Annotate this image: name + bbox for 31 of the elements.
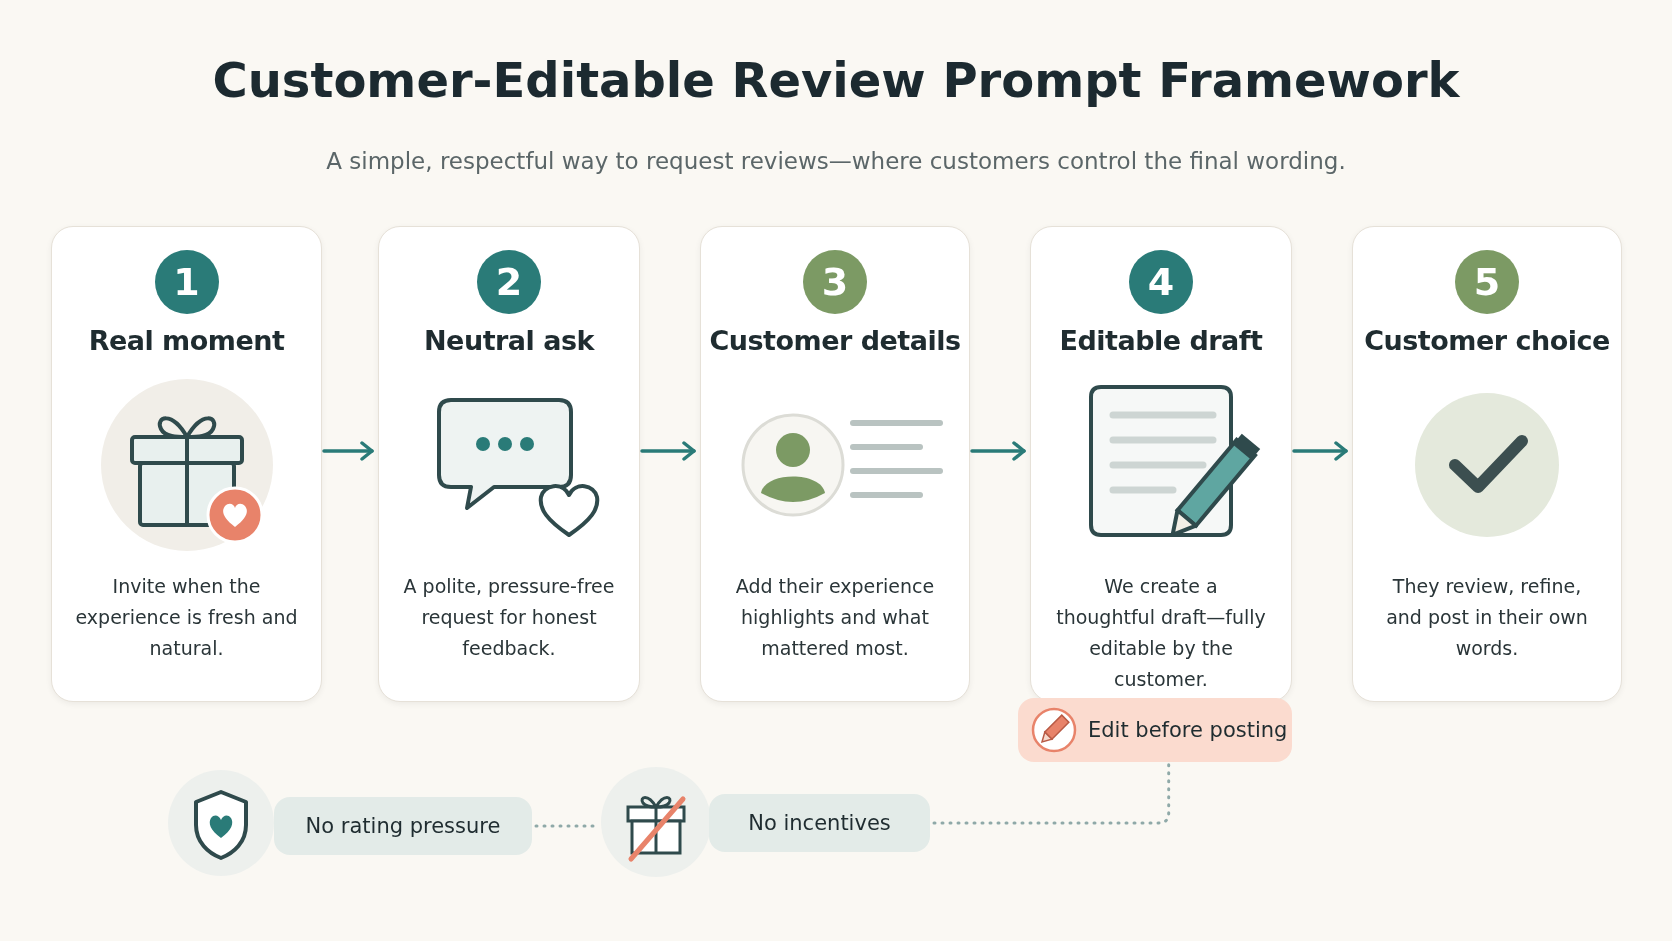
step-card <box>378 226 640 702</box>
subtitle: A simple, respectful way to request reviews—where customers control the final wording. <box>325 148 1347 174</box>
note-pill: No incentives <box>709 794 930 852</box>
step-description: We create a thoughtful draft—fully editable by the customer. <box>1055 574 1267 692</box>
step-card <box>1352 226 1622 702</box>
step-number-badge: 2 <box>477 250 541 314</box>
step-number-badge: 4 <box>1129 250 1193 314</box>
step-number-badge: 5 <box>1455 250 1519 314</box>
step-title: Neutral ask <box>423 325 596 356</box>
note-pill: No rating pressure <box>274 797 532 855</box>
step-title: Real moment <box>87 325 286 356</box>
arrow <box>1292 441 1348 461</box>
step-description: They review, refine, and post in their own words. <box>1385 574 1589 661</box>
step-description: Invite when the experience is fresh and natural. <box>74 574 299 661</box>
arrow <box>970 441 1026 461</box>
step-description: A polite, pressure-free request for honest feedback. <box>402 574 616 661</box>
step-title: Editable draft <box>1058 325 1264 356</box>
title: Customer-Editable Review Prompt Framework <box>211 52 1461 108</box>
dotted-connector <box>932 760 1171 825</box>
step-description: Add their experience highlights and what mattered most. <box>734 574 936 661</box>
dotted-connector <box>534 824 597 828</box>
step-title: Customer details <box>708 325 962 356</box>
arrow <box>322 441 374 461</box>
step-card <box>700 226 970 702</box>
callout-pill <box>1018 698 1292 762</box>
step-number-badge: 1 <box>154 250 219 314</box>
arrow <box>640 441 696 461</box>
step-title: Customer choice <box>1363 325 1611 356</box>
step-card <box>51 226 322 702</box>
callout-text: Edit before posting <box>1088 718 1288 742</box>
step-number-badge: 3 <box>803 250 867 314</box>
